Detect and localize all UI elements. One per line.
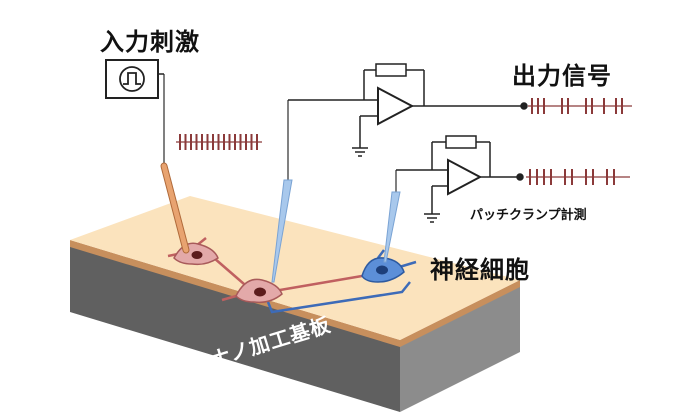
recording-pipette-2 — [383, 170, 401, 263]
patch-clamp-label: パッチクランプ計測 — [470, 208, 587, 223]
output-signal-label: 出力信号 — [512, 62, 612, 90]
substrate-front-face — [70, 246, 400, 412]
patch-clamp-spike-train — [526, 169, 630, 185]
input-stimulus-label: 入力刺激 — [100, 28, 200, 56]
neurite-pink-bottom-left — [221, 294, 237, 302]
recording-pipette-1 — [271, 100, 293, 283]
substrate-edge-front — [70, 240, 400, 347]
neuron-blue-nucleus — [376, 265, 388, 275]
pulse-generator-icon — [105, 59, 164, 99]
neurite-blue-top — [377, 249, 385, 259]
neurite-pink-connect — [213, 257, 245, 285]
neuron-pink-2-nucleus — [254, 287, 266, 297]
stimulus-electrode — [160, 74, 190, 254]
stimulus-spike-train — [176, 134, 262, 150]
substrate-right-face — [400, 286, 520, 412]
neuron-pink-1-nucleus — [191, 251, 203, 259]
output-spike-train — [528, 98, 632, 114]
nano-substrate — [70, 196, 520, 412]
neurite-blue-loop — [266, 281, 411, 314]
substrate-edge-right — [400, 280, 520, 347]
neurite-pink-to-blue — [279, 274, 363, 292]
neuron-label: 神経細胞 — [430, 256, 530, 284]
amplifier-2 — [396, 135, 524, 223]
amplifier-1 — [288, 63, 528, 157]
